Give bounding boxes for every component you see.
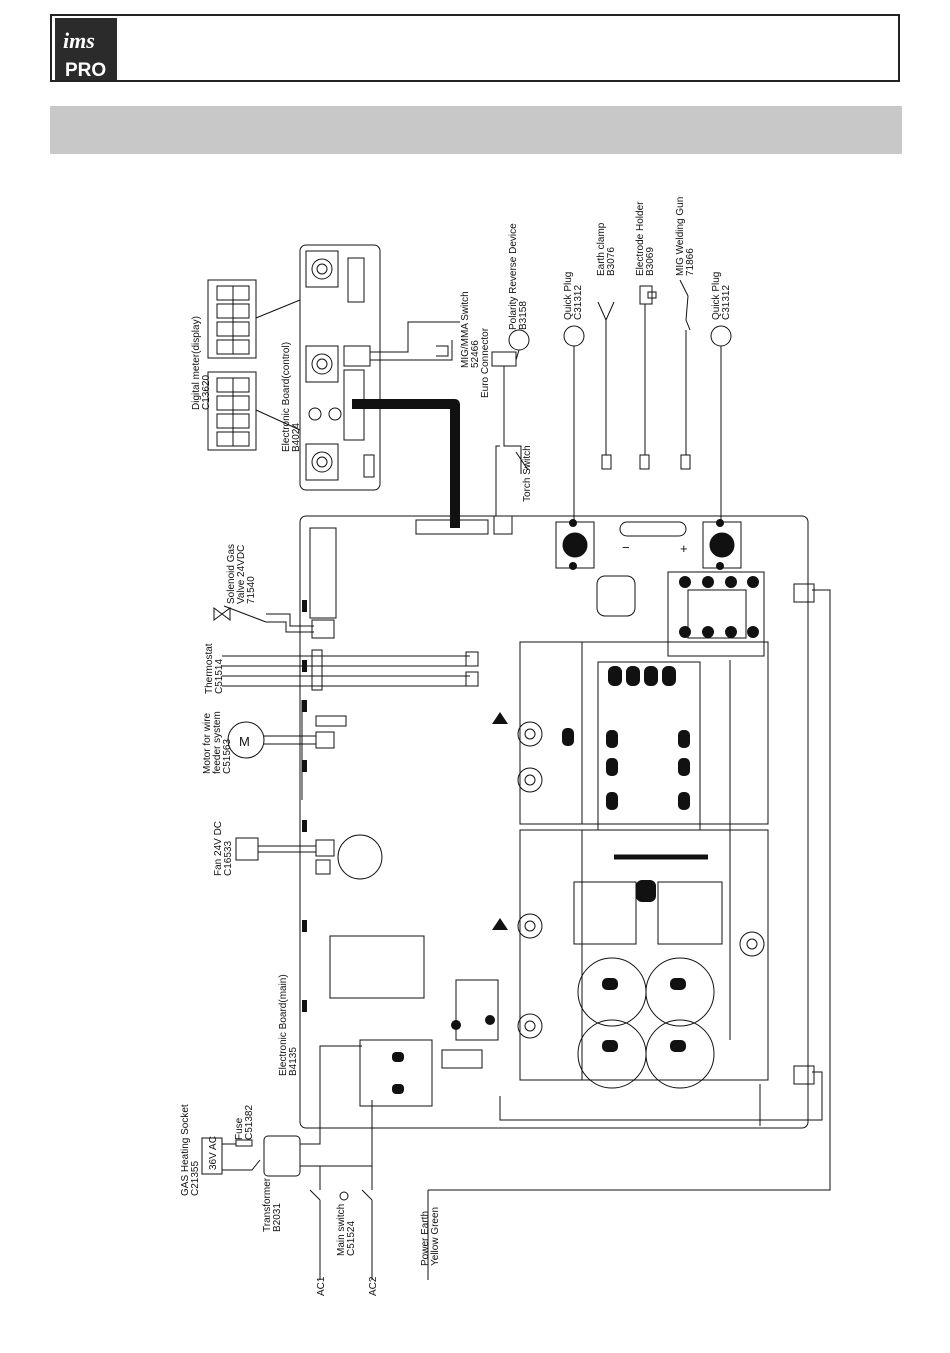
svg-text:GAS Heating Socket: GAS Heating Socket xyxy=(180,1104,191,1196)
svg-text:Quick Plug: Quick Plug xyxy=(563,272,574,320)
svg-text:B4024: B4024 xyxy=(291,423,302,452)
svg-text:Quick Plug: Quick Plug xyxy=(711,272,722,320)
svg-text:Motor for wire: Motor for wire xyxy=(202,712,213,774)
svg-text:C31312: C31312 xyxy=(573,285,584,320)
svg-text:Fan 24V DC: Fan 24V DC xyxy=(213,821,224,876)
svg-text:C21355: C21355 xyxy=(190,1161,201,1196)
svg-text:B3069: B3069 xyxy=(645,247,656,276)
svg-text:AC2: AC2 xyxy=(368,1276,379,1296)
svg-text:feeder system: feeder system xyxy=(212,711,223,774)
svg-text:Digital meter(display): Digital meter(display) xyxy=(191,316,202,410)
svg-text:Electrode Holder: Electrode Holder xyxy=(635,201,646,276)
svg-text:52466: 52466 xyxy=(470,340,481,368)
svg-text:Fuse: Fuse xyxy=(234,1117,245,1140)
svg-text:C51563: C51563 xyxy=(222,739,233,774)
svg-text:AC1: AC1 xyxy=(316,1276,327,1296)
svg-text:B3076: B3076 xyxy=(606,247,617,276)
svg-text:Electronic Board(main): Electronic Board(main) xyxy=(278,974,289,1076)
svg-text:Valve 24VDC: Valve 24VDC xyxy=(236,545,247,604)
svg-text:MIG/MMA Switch: MIG/MMA Switch xyxy=(460,291,471,368)
svg-text:MIG Welding Gun: MIG Welding Gun xyxy=(675,197,686,276)
ims-pro-logo: ims PRO xyxy=(55,18,117,80)
svg-text:71866: 71866 xyxy=(685,248,696,276)
svg-text:B3158: B3158 xyxy=(518,301,529,330)
svg-text:Solenoid Gas: Solenoid Gas xyxy=(226,544,237,604)
svg-text:M: M xyxy=(239,734,250,749)
svg-text:PRO: PRO xyxy=(65,60,106,80)
svg-text:+: + xyxy=(680,541,688,556)
svg-text:C31312: C31312 xyxy=(721,285,732,320)
svg-text:Torch Switch: Torch Switch xyxy=(522,445,533,502)
svg-text:ims: ims xyxy=(63,28,95,53)
digital-meter xyxy=(207,279,301,451)
svg-text:36V AC: 36V AC xyxy=(208,1136,219,1170)
main-board xyxy=(299,515,809,1129)
svg-text:Main switch: Main switch xyxy=(336,1204,347,1256)
svg-text:Earth clamp: Earth clamp xyxy=(596,222,607,276)
svg-text:Power Earth: Power Earth xyxy=(420,1211,431,1266)
svg-text:Yellow Green: Yellow Green xyxy=(430,1207,441,1266)
control-board xyxy=(299,244,381,491)
svg-text:Electronic Board(control): Electronic Board(control) xyxy=(281,342,292,452)
svg-text:C51514: C51514 xyxy=(214,659,225,694)
svg-text:C51382: C51382 xyxy=(244,1105,255,1140)
svg-text:−: − xyxy=(622,540,630,555)
svg-text:71540: 71540 xyxy=(246,576,257,604)
svg-text:Transformer: Transformer xyxy=(262,1177,273,1232)
svg-text:C16533: C16533 xyxy=(223,841,234,876)
header-frame xyxy=(50,14,900,82)
svg-text:Euro Connector: Euro Connector xyxy=(480,327,491,398)
svg-text:C51524: C51524 xyxy=(346,1221,357,1256)
svg-text:C13620: C13620 xyxy=(201,375,212,410)
svg-text:B4135: B4135 xyxy=(288,1047,299,1076)
svg-text:B2031: B2031 xyxy=(272,1203,283,1232)
svg-text:Thermostat: Thermostat xyxy=(204,643,215,694)
section-title-bar xyxy=(50,106,902,154)
svg-text:Polarity Reverse Device: Polarity Reverse Device xyxy=(508,223,519,330)
